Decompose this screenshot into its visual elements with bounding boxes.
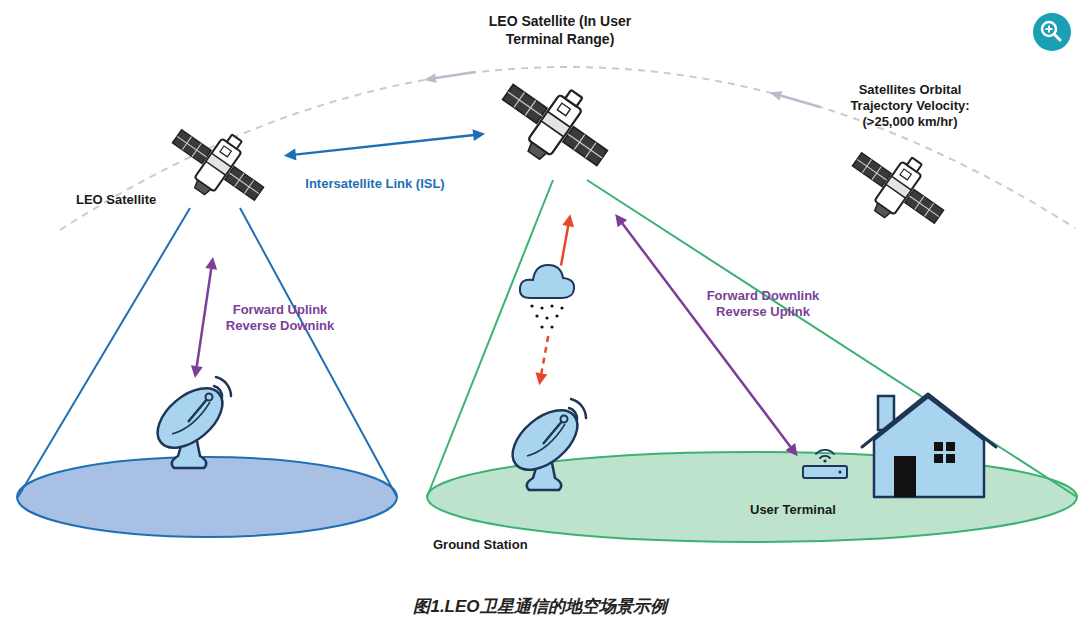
user-terminal-node: User Terminal	[800, 450, 850, 482]
arrow-head	[535, 372, 547, 385]
illustration-part	[550, 304, 553, 307]
link-line	[541, 334, 548, 374]
illustration-part	[946, 454, 955, 463]
satellite-illustration	[159, 109, 278, 220]
link-label: Forward Downlink Reverse Uplink	[688, 288, 838, 320]
orbit-direction-arrow	[424, 72, 475, 83]
satellite-node: LEO Satellite	[172, 125, 264, 205]
arrow-head	[562, 214, 574, 227]
coverage-area	[17, 457, 397, 537]
illustration-part	[874, 397, 984, 497]
annotation-label: Satellites Orbital Trajectory Velocity: …	[840, 82, 980, 130]
illustration-part	[1054, 34, 1060, 40]
illustration-part	[862, 394, 996, 447]
illustration-part	[205, 257, 217, 270]
node-illustration	[800, 450, 850, 482]
illustration-part	[934, 454, 943, 463]
zoom-icon	[1033, 13, 1071, 51]
link-arrow	[535, 214, 574, 385]
ground-dish	[147, 377, 234, 468]
link-arrow	[284, 129, 485, 160]
orbit-direction-arrow	[770, 91, 821, 107]
node-illustration	[172, 125, 264, 205]
illustration-part	[424, 73, 437, 83]
link-label: Intersatellite Link (ISL)	[305, 176, 445, 192]
illustration-part	[934, 442, 943, 451]
annotation-label: Forward Uplink Reverse Downink	[215, 302, 345, 334]
node-label: LEO Satellite	[76, 192, 176, 208]
illustration-part	[520, 265, 574, 298]
beam-edge	[587, 180, 1077, 497]
illustration-part	[946, 442, 955, 451]
illustration-part	[1042, 22, 1056, 36]
illustration-part	[191, 365, 203, 378]
beam-edge	[240, 208, 397, 497]
illustration-part	[530, 304, 533, 307]
link-arrow	[615, 214, 797, 456]
illustration-part	[436, 72, 475, 78]
illustration-part	[1048, 26, 1050, 33]
rain-cloud	[520, 265, 574, 329]
link-line	[561, 225, 568, 265]
arrow-head	[284, 149, 297, 161]
link-line	[295, 135, 474, 155]
illustration-part	[550, 325, 553, 328]
illustration-part	[770, 91, 783, 101]
illustration-part	[894, 456, 916, 497]
node-illustration	[505, 80, 605, 170]
node-label: User Terminal	[750, 502, 870, 518]
satellite-node: LEO Satellite (In User Terminal Range)	[505, 80, 605, 170]
ground-station-node: Ground Station	[505, 400, 590, 500]
illustration-part	[781, 96, 820, 107]
link-arrow	[191, 257, 217, 378]
illustration-part	[535, 314, 538, 317]
illustration-part	[1046, 28, 1053, 30]
beam-edge	[18, 208, 190, 497]
illustration-part	[545, 316, 548, 319]
illustration-part	[540, 306, 543, 309]
ground-dish	[502, 399, 589, 490]
illustration-part	[878, 396, 894, 430]
figure-caption: 图1.LEO卫星通信的地空场景示例	[0, 596, 1080, 617]
illustration-part	[555, 314, 558, 317]
link-line	[622, 223, 791, 448]
illustration-part	[560, 306, 563, 309]
arrow-head	[786, 443, 798, 456]
router-illustration	[803, 450, 847, 478]
orbit-arc	[60, 67, 1075, 230]
arrow-head	[473, 129, 486, 141]
illustration-part	[1033, 13, 1071, 51]
arrow-head	[615, 214, 627, 227]
node-label: Ground Station	[433, 537, 563, 553]
illustration-part	[540, 325, 543, 328]
illustration-part	[197, 269, 211, 366]
house-illustration	[862, 394, 996, 497]
node-illustration	[505, 400, 590, 500]
node-label: LEO Satellite (In User Terminal Range)	[470, 12, 650, 48]
satellite-illustration	[487, 61, 624, 188]
satellite-illustration	[839, 132, 958, 243]
